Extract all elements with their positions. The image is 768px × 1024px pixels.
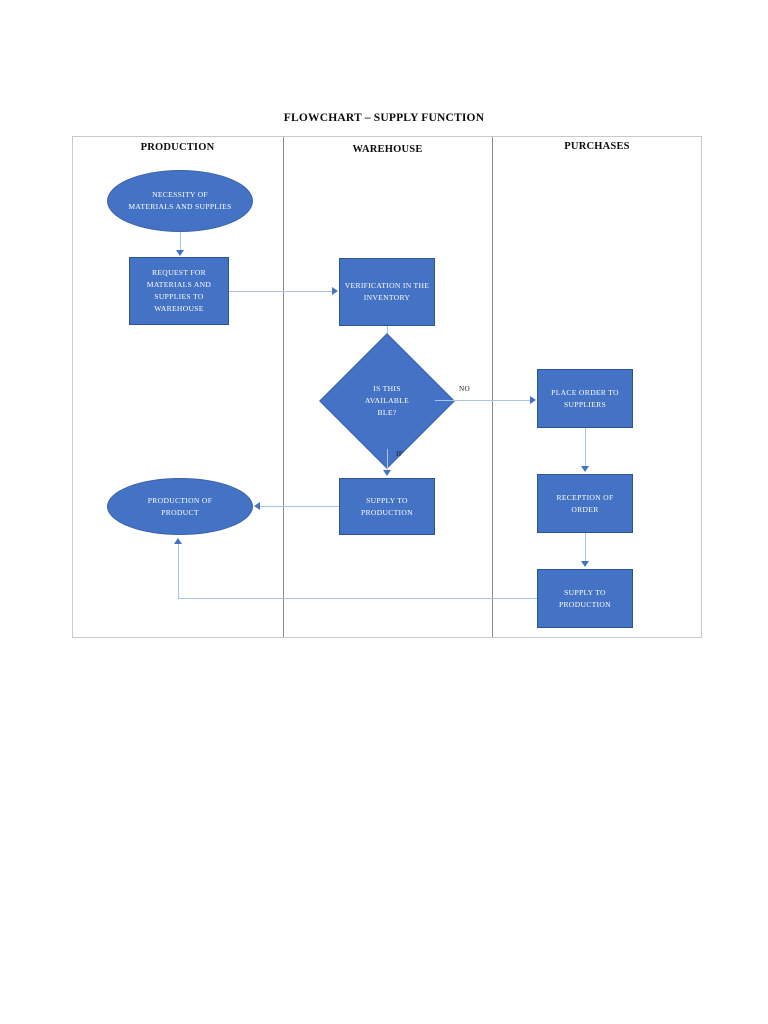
- connector-necessity-to-request: [180, 232, 181, 252]
- lane-header-warehouse: WAREHOUSE: [352, 144, 423, 155]
- node-necessity-label: NECESSITY OF MATERIALS AND SUPPLIES: [128, 190, 232, 211]
- arrowhead-request-to-verification: [332, 287, 338, 295]
- node-verification-label: VERIFICATION IN THE INVENTORY: [344, 281, 430, 302]
- connector-request-to-verification: [229, 291, 333, 292]
- node-decision-label: IS THIS AVAILABLE BLE?: [364, 383, 410, 418]
- lane-divider-production-warehouse: [283, 137, 284, 637]
- node-reception-label: RECEPTION OF ORDER: [556, 492, 614, 514]
- node-supply-to-production-warehouse[interactable]: SUPPLY TO PRODUCTION: [339, 478, 435, 535]
- node-place-order-label: PLACE ORDER TO SUPPLIERS: [551, 387, 619, 409]
- node-necessity-of-materials[interactable]: NECESSITY OF MATERIALS AND SUPPLIES: [107, 170, 253, 232]
- connector-reception-to-supply: [585, 533, 586, 562]
- node-place-order-to-suppliers[interactable]: PLACE ORDER TO SUPPLIERS: [537, 369, 633, 428]
- edge-label-if: IF: [396, 450, 403, 458]
- lane-header-production: PRODUCTION: [140, 142, 215, 153]
- node-production-label: PRODUCTION OF PRODUCT: [147, 495, 213, 517]
- connector-place-order-to-reception: [585, 428, 586, 467]
- node-production-of-product[interactable]: PRODUCTION OF PRODUCT: [107, 478, 253, 535]
- connector-decision-if-to-supply: [387, 449, 388, 472]
- lane-header-purchases: PURCHASES: [564, 141, 630, 152]
- node-request-label: REQUEST FOR MATERIALS AND SUPPLIES TO WA…: [146, 268, 212, 313]
- arrowhead-decision-to-supply: [383, 470, 391, 476]
- node-supply-to-production-purchases[interactable]: SUPPLY TO PRODUCTION: [537, 569, 633, 628]
- node-supply-purchases-label: SUPPLY TO PRODUCTION: [559, 587, 611, 609]
- lane-divider-warehouse-purchases: [492, 137, 493, 637]
- arrowhead-place-order-to-reception: [581, 466, 589, 472]
- page-title: FLOWCHART – SUPPLY FUNCTION: [283, 112, 485, 124]
- node-request-for-materials[interactable]: REQUEST FOR MATERIALS AND SUPPLIES TO WA…: [129, 257, 229, 325]
- connector-decision-no-to-place-order: [435, 400, 531, 401]
- arrowhead-return-to-production: [174, 538, 182, 544]
- node-reception-of-order[interactable]: RECEPTION OF ORDER: [537, 474, 633, 533]
- connector-return-vertical: [178, 544, 179, 599]
- arrowhead-supply-to-production-ellipse: [254, 502, 260, 510]
- node-is-this-available-decision[interactable]: IS THIS AVAILABLE BLE?: [319, 333, 455, 469]
- connector-return-horizontal: [178, 598, 537, 599]
- arrowhead-decision-to-place-order: [530, 396, 536, 404]
- node-supply-warehouse-label: SUPPLY TO PRODUCTION: [361, 495, 413, 517]
- connector-supply-to-production-ellipse: [260, 506, 339, 507]
- node-verification-in-inventory[interactable]: VERIFICATION IN THE INVENTORY: [339, 258, 435, 326]
- arrowhead-necessity-to-request: [176, 250, 184, 256]
- edge-label-no: NO: [459, 385, 470, 393]
- arrowhead-reception-to-supply: [581, 561, 589, 567]
